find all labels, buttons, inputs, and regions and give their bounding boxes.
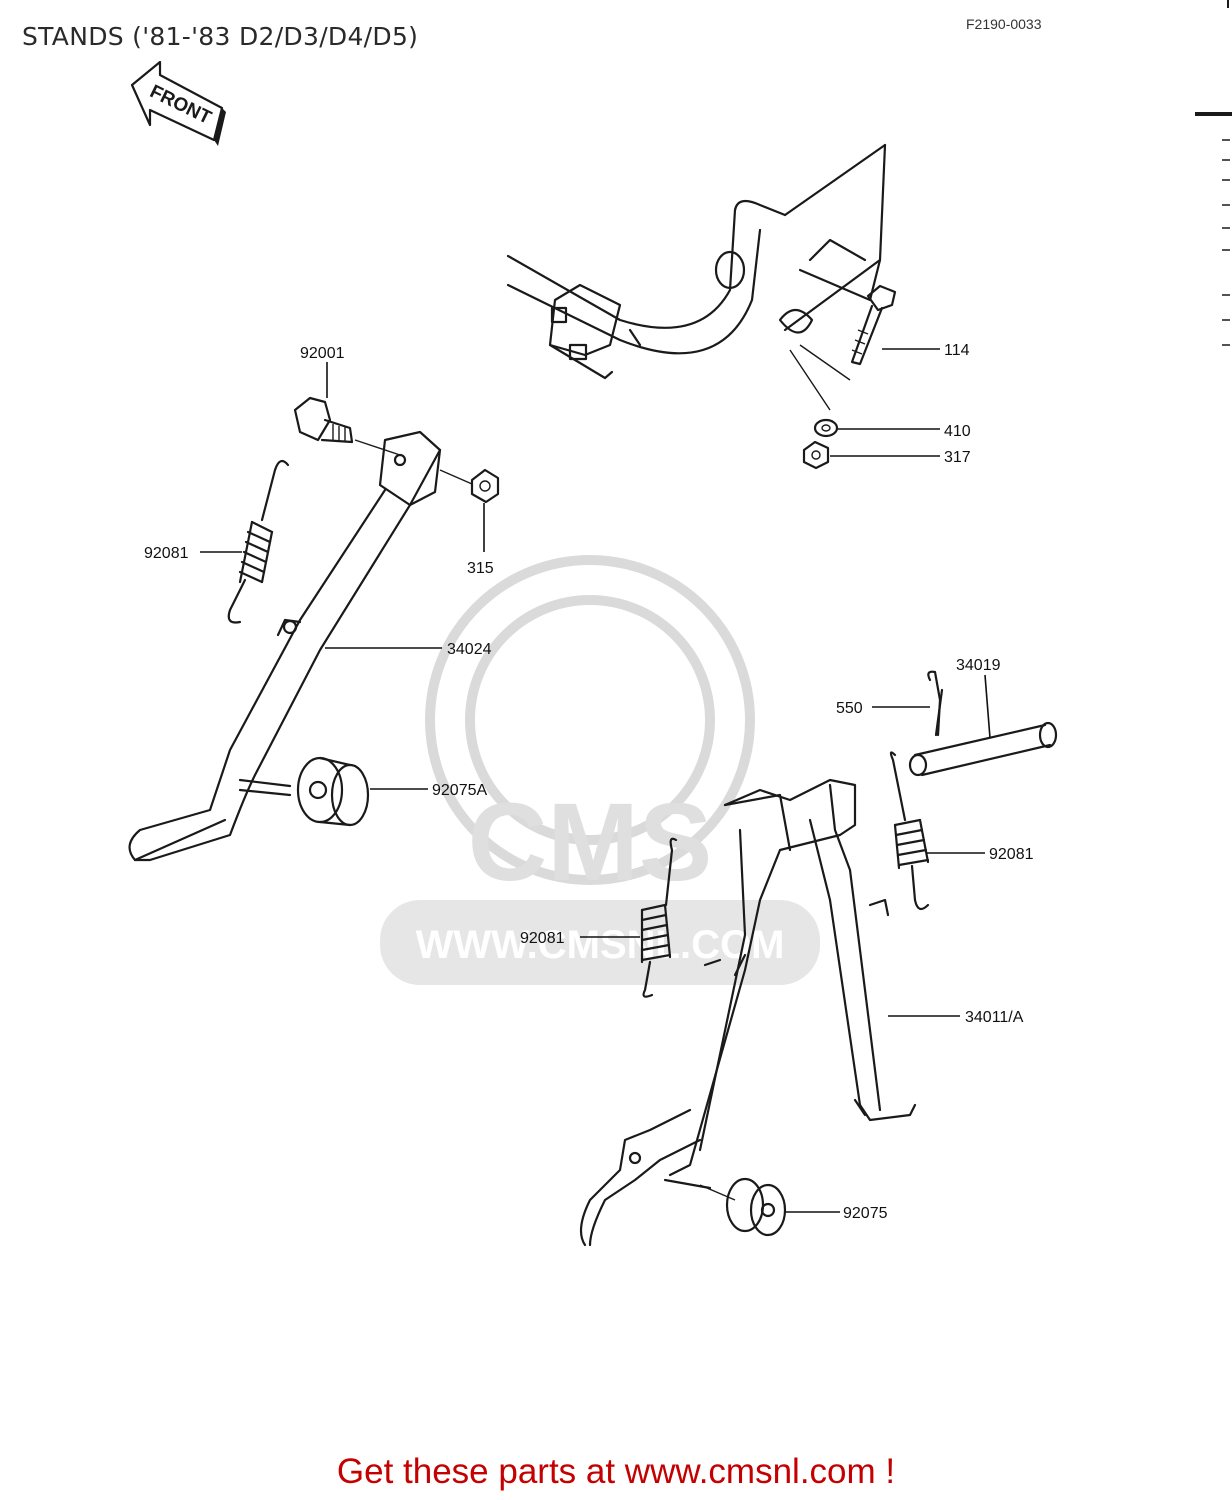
washer-410 xyxy=(813,418,839,438)
bolt-92001 xyxy=(293,396,401,456)
callout-315: 315 xyxy=(467,560,494,577)
front-arrow-label: FRONT xyxy=(146,81,214,129)
bolt-114 xyxy=(850,284,897,366)
watermark-brand: CMS xyxy=(468,781,712,904)
callout-550: 550 xyxy=(836,700,863,717)
spring-92081-side xyxy=(227,459,290,624)
roller-92075A xyxy=(296,756,370,827)
leader-lines xyxy=(200,348,991,1213)
callout-92075A: 92075A xyxy=(432,782,487,799)
center-stand-34011A xyxy=(579,778,917,1247)
spring-92081-center xyxy=(640,837,678,998)
callout-92001: 92001 xyxy=(300,345,345,362)
nut-317 xyxy=(802,440,830,470)
footer-link[interactable]: Get these parts at www.cmsnl.com ! xyxy=(336,1452,896,1491)
callout-92081-side: 92081 xyxy=(144,545,189,562)
callout-317: 317 xyxy=(944,449,971,466)
footer-banner[interactable]: Get these parts at www.cmsnl.com ! xyxy=(0,1452,1232,1492)
cms-watermark: CMS WWW.CMSNL.COM xyxy=(380,555,820,985)
page-edge-marks xyxy=(1195,0,1232,346)
front-arrow-icon: FRONT xyxy=(130,60,226,146)
nut-315 xyxy=(439,468,500,504)
frame-section xyxy=(506,143,887,380)
callout-34024: 34024 xyxy=(447,641,492,658)
callout-34019: 34019 xyxy=(956,657,1001,674)
callout-34011A: 34011/A xyxy=(965,1009,1024,1026)
callout-410: 410 xyxy=(944,423,971,440)
callout-92081-right: 92081 xyxy=(989,846,1034,863)
spring-92081-right xyxy=(889,751,930,911)
callout-92081-center: 92081 xyxy=(520,930,565,947)
cotter-pin-550 xyxy=(927,670,944,737)
page-title: STANDS ('81-'83 D2/D3/D4/D5) xyxy=(22,22,419,51)
roller-92075 xyxy=(725,1177,787,1237)
watermark-url: WWW.CMSNL.COM xyxy=(416,923,785,967)
pivot-pin-34019 xyxy=(908,721,1058,777)
diagram-code: F2190-0033 xyxy=(966,16,1042,32)
frame-leader-lines xyxy=(789,344,851,411)
callout-114: 114 xyxy=(944,342,970,359)
side-stand-34024 xyxy=(128,430,442,862)
callout-92075: 92075 xyxy=(843,1205,888,1222)
